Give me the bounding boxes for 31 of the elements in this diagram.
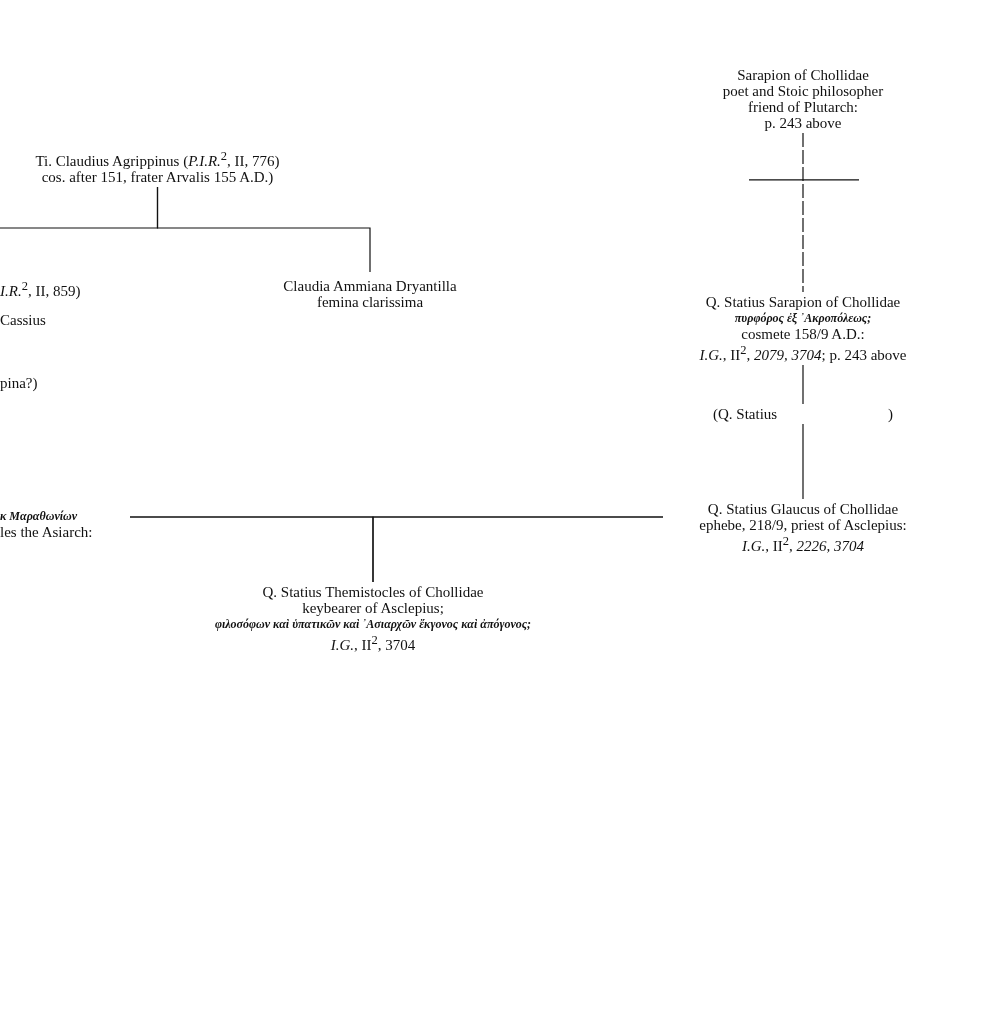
entry-line: p. 243 above: [763, 115, 843, 131]
entry-line: I.G., II$^{2}$, 2079, 3704; p. 243 above: [698, 342, 908, 363]
entry-line: Ti. Claudius Agrippinus (P.I.R.$^{2}$, II, 776): [34, 148, 281, 169]
entry-line: femina clarissima: [315, 294, 425, 310]
entry-line: ephebe, 218/9, priest of Asclepius:: [698, 517, 908, 533]
entry-line: Q. Statius Sarapion of Chollidae: [704, 294, 902, 310]
entry-line: Q. Statius Glaucus of Chollidae: [706, 501, 900, 517]
entry-line: friend of Plutarch:: [747, 99, 859, 115]
entry-line: les the Asiarch:: [0, 524, 94, 540]
entry-line: I.G., II$^{2}$, 3704: [329, 632, 417, 653]
descent-line: [802, 423, 804, 500]
entry-line: Claudia Ammiana Dryantilla: [282, 278, 458, 294]
entry-line: cosmete 158/9 A.D.:: [740, 326, 866, 342]
entry-line: κ Μαραθωνίων: [0, 508, 79, 524]
descent-line: [0, 186, 159, 229]
entry-line: φιλοσόφων καὶ ὑπατικῶν καὶ ᾿Ασιαρχῶν ἔκγονος καὶ ἀπόγονος;: [213, 616, 533, 632]
entry-line: πυρφόρος ἐξ ᾿Ακροπόλεως;: [733, 310, 873, 326]
entry-line: Sarapion of Chollidae: [736, 67, 870, 83]
entry-line: Q. Statius Themistocles of Chollidae: [261, 584, 485, 600]
entry-line: keybearer of Asclepius;: [301, 600, 445, 616]
entry-line: cos. after 151, frater Arvalis 155 A.D.): [40, 169, 275, 185]
entry-line: poet and Stoic philosopher: [721, 83, 885, 99]
descent-line: [802, 132, 804, 293]
entry-line: I.G., II$^{2}$, 2226, 3704: [740, 533, 866, 554]
text-fragment: Cassius: [0, 312, 46, 328]
entry-line: (Q. Statius: [713, 406, 778, 422]
entry-line: ): [888, 406, 893, 422]
text-fragment: pina?): [0, 375, 38, 391]
descent-line: [372, 516, 664, 583]
text-fragment: I.R.$^{2}$, II, 859): [0, 278, 81, 299]
descent-line: [802, 364, 804, 405]
